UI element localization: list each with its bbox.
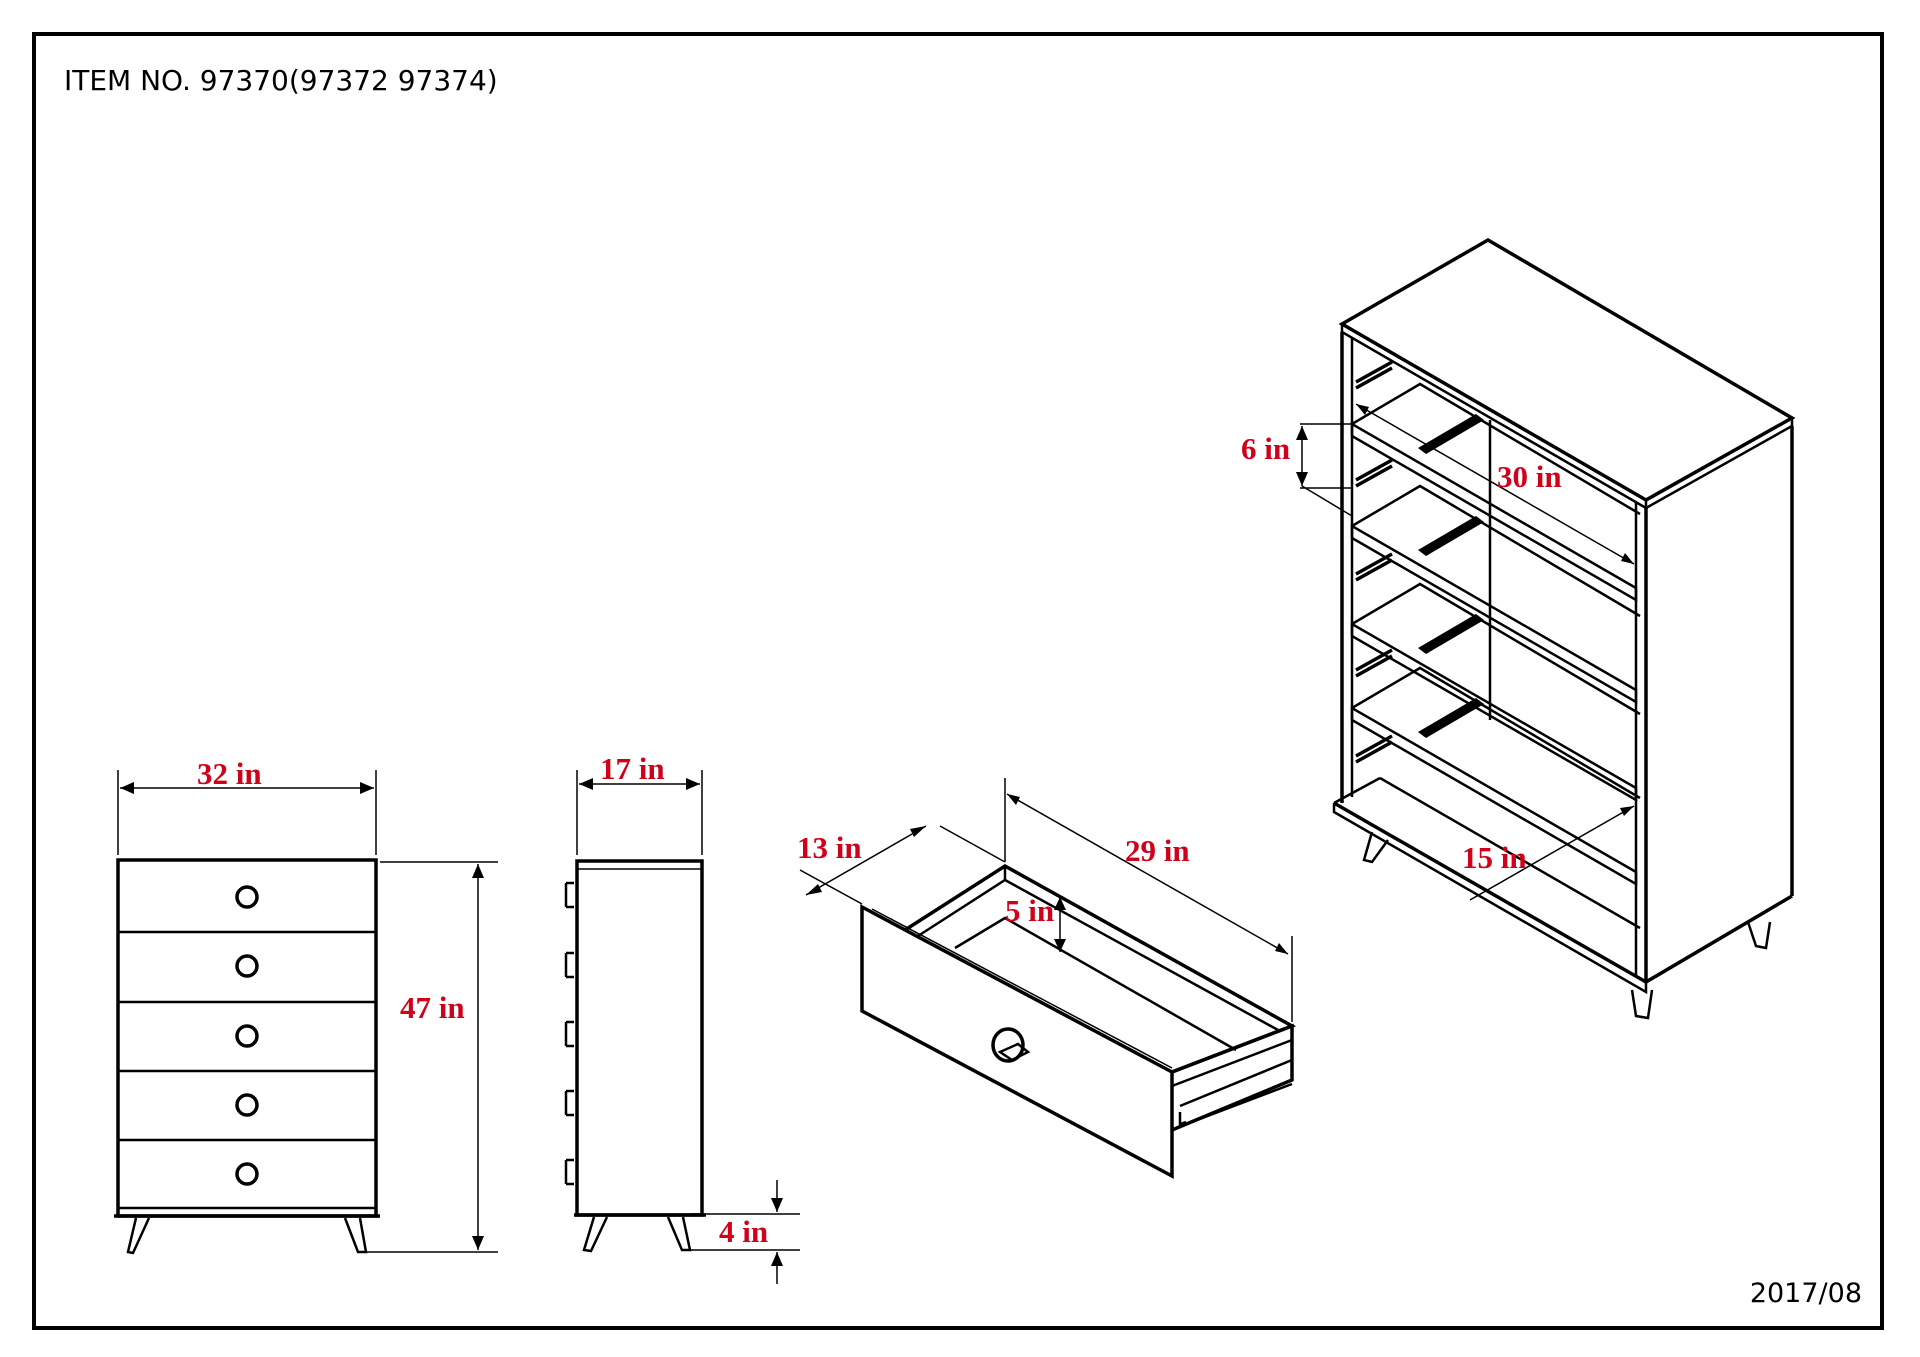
front-view xyxy=(114,770,498,1255)
drawer-iso-view xyxy=(799,778,1297,1179)
drawer-height-label: 5 in xyxy=(1005,893,1054,928)
side-view xyxy=(564,770,800,1284)
cabinet-iso-view xyxy=(1296,237,1796,1020)
item-number: ITEM NO. 97370(97372 97374) xyxy=(64,64,498,97)
side-depth-label: 17 in xyxy=(600,751,665,786)
drawer-knob-side-icon xyxy=(564,881,574,1186)
drawer-depth-label: 13 in xyxy=(797,830,862,865)
carcass-width-label: 30 in xyxy=(1497,459,1562,494)
drawing-frame xyxy=(32,32,1884,1330)
drawing-date: 2017/08 xyxy=(1749,1278,1862,1309)
shelf-height-label: 6 in xyxy=(1241,431,1290,466)
front-height-label: 47 in xyxy=(400,990,465,1025)
leg-height-label: 4 in xyxy=(719,1214,768,1249)
drawer-handle-icon xyxy=(991,1027,1031,1063)
inner-depth-label: 15 in xyxy=(1462,840,1527,875)
front-width-label: 32 in xyxy=(197,756,262,791)
drawer-length-label: 29 in xyxy=(1125,833,1190,868)
drawer-knob-icon xyxy=(235,885,259,1186)
